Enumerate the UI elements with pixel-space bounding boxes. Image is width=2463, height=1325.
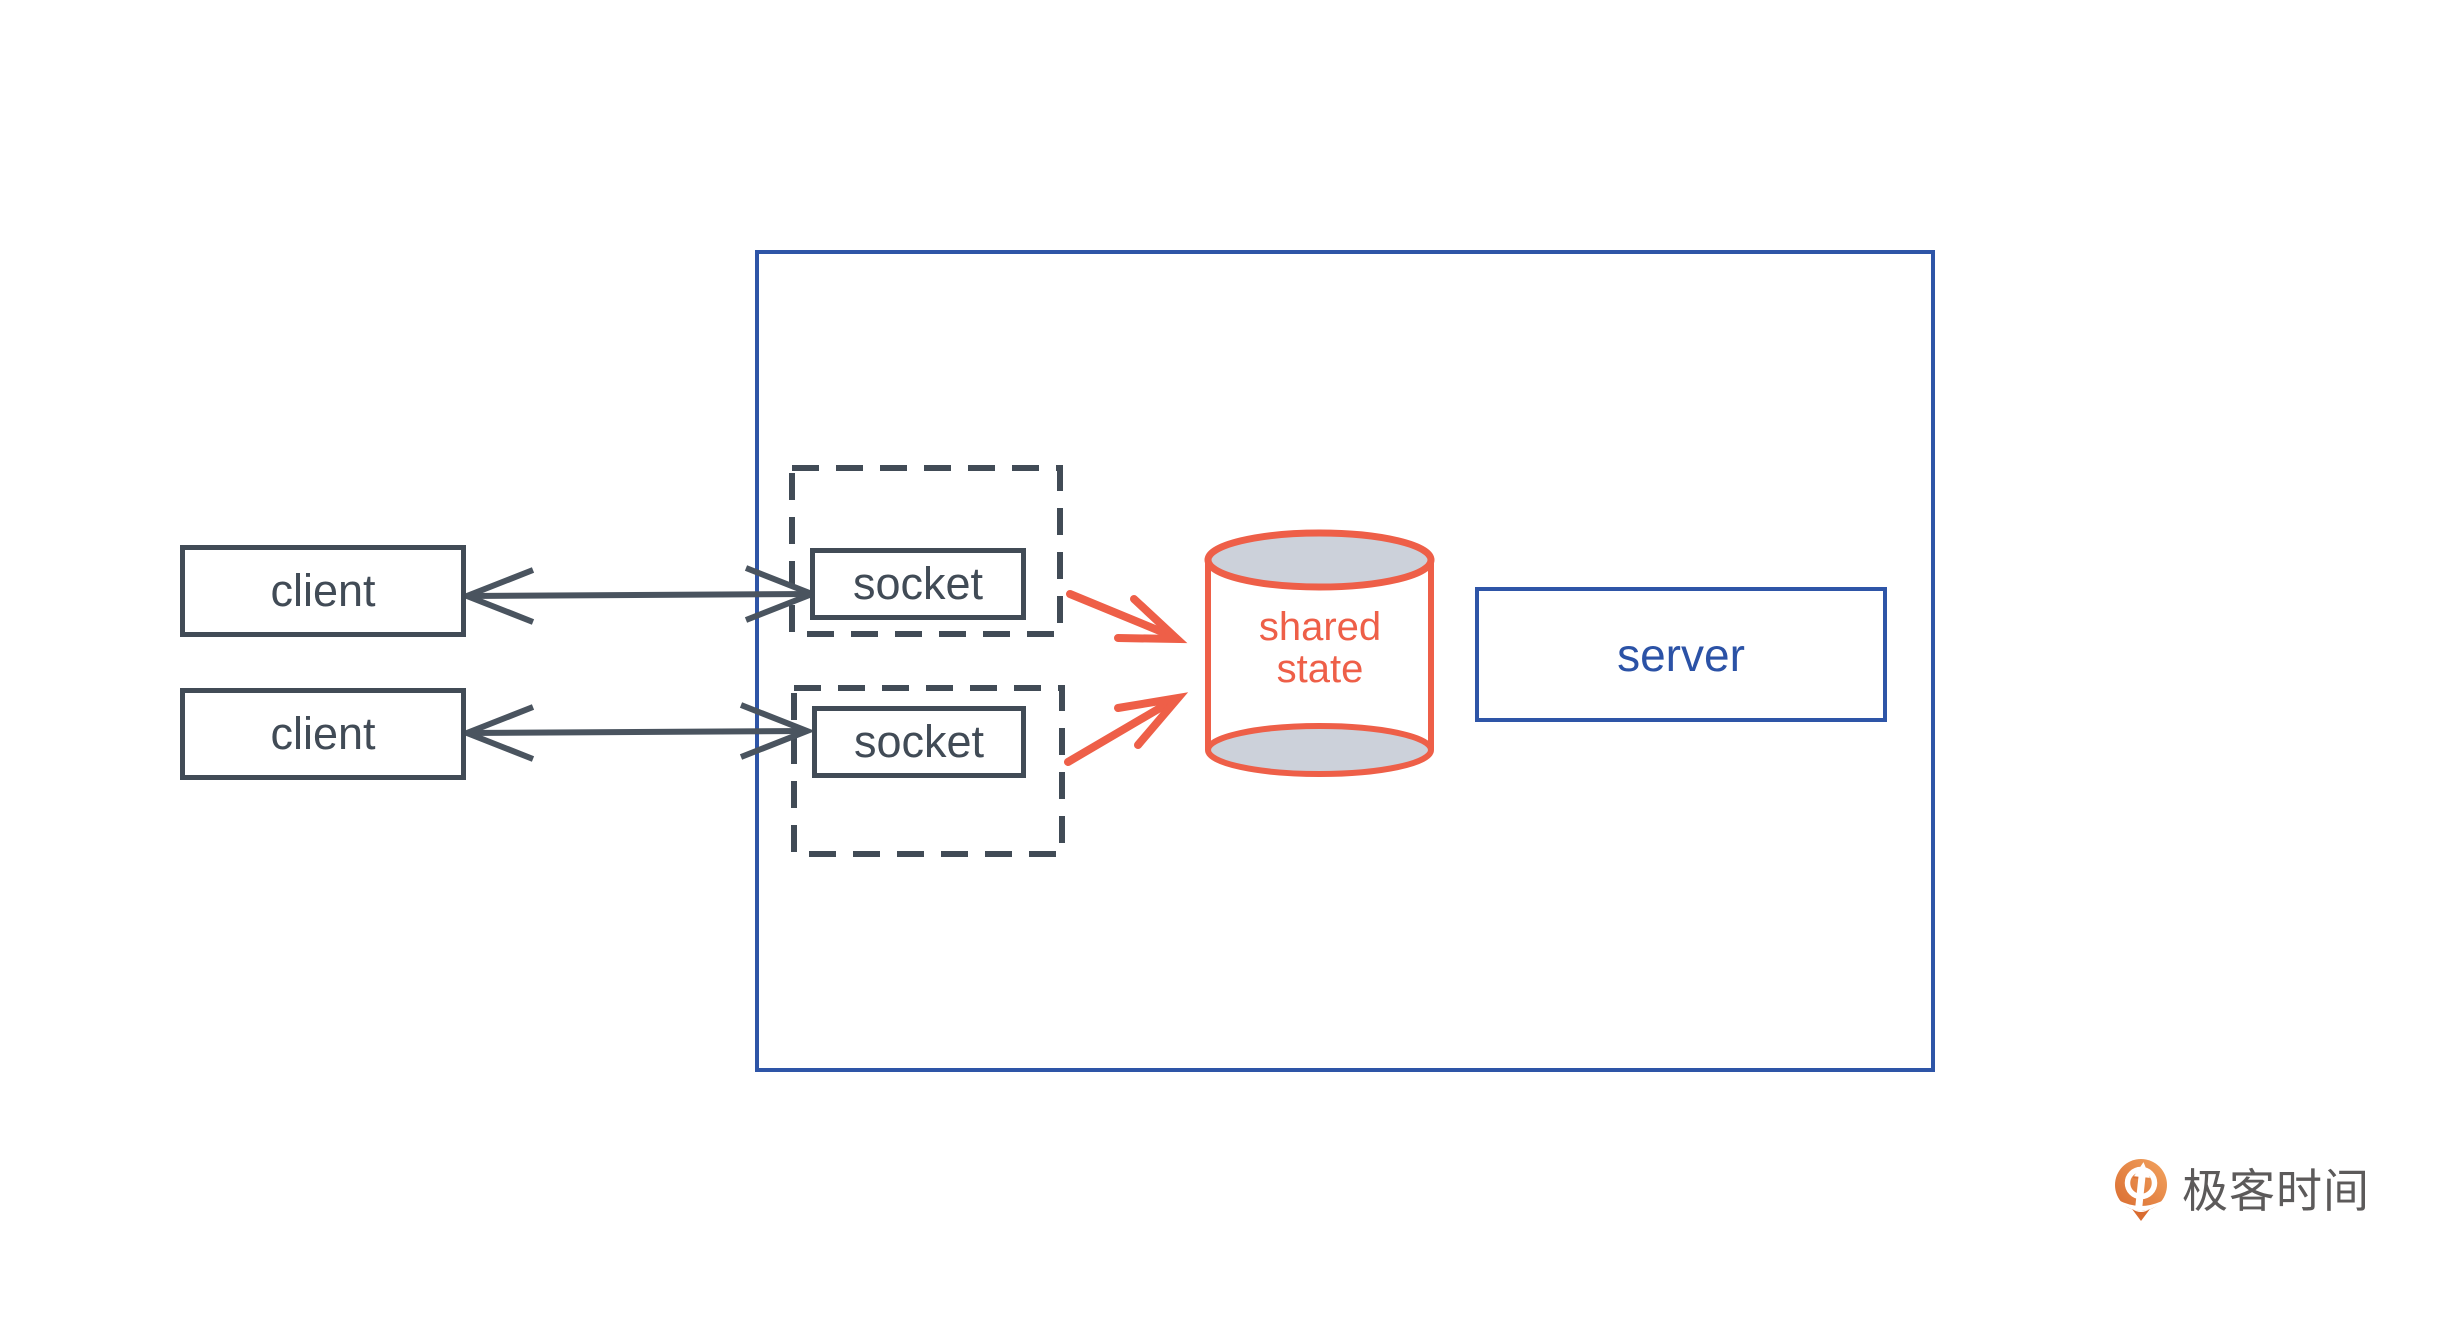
shared-state-label: shared state [1220,606,1420,690]
client-label-2: client [270,708,376,759]
socket-box-2: socket [812,706,1026,778]
socket-dashed-container-2 [791,685,1065,857]
client-box-1: client [180,545,466,637]
client-socket-arrow-2 [458,702,816,762]
socket-label-1: socket [852,558,984,609]
socket-dashed-container-1 [789,465,1063,637]
client-socket-arrow-1 [458,565,821,625]
socket1-shared-state-arrow [1066,590,1188,644]
shared-state-cylinder [1204,529,1435,777]
server-process-boundary-box [755,250,1935,1072]
client-box-2: client [180,688,466,780]
geektime-logo: 极客时间 [2114,1158,2370,1224]
cylinder-top-cap [1204,529,1435,591]
geektime-logo-icon [2115,1159,2167,1221]
socket2-shared-state-arrow [1064,692,1189,766]
socket-label-2: socket [853,716,985,767]
cylinder-bottom-cap [1205,723,1434,777]
server-box: server [1475,587,1887,722]
socket-box-1: socket [810,548,1026,620]
geektime-logo-text: 极客时间 [2182,1165,2370,1217]
shared-state-label-line2: state [1276,647,1364,691]
server-label: server [1617,628,1745,681]
shared-state-label-line1: shared [1258,605,1382,649]
client-label-1: client [270,565,376,616]
